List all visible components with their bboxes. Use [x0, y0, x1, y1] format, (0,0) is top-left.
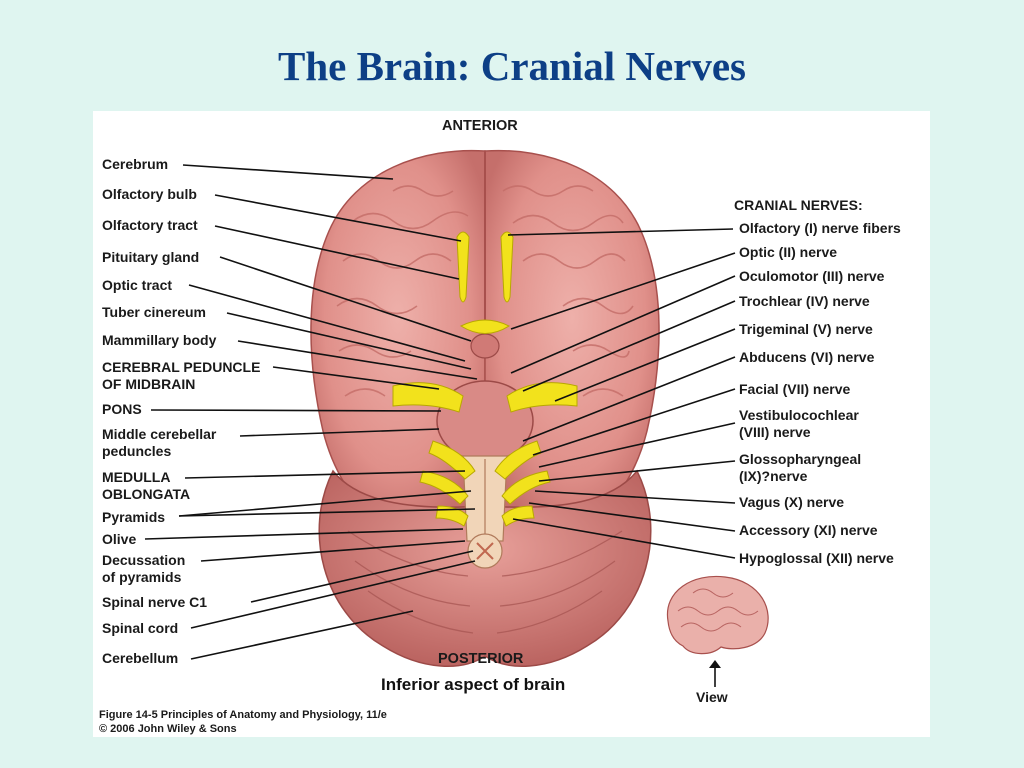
label-optic-tract: Optic tract	[102, 277, 173, 293]
label-cerebral-peduncle: CEREBRAL PEDUNCLE OF MIDBRAIN	[102, 359, 261, 392]
label-abducens-nerve: Abducens (VI) nerve	[739, 349, 875, 365]
slide-title: The Brain: Cranial Nerves	[277, 43, 747, 89]
label-olfactory-nerve: Olfactory (I) nerve fibers	[739, 220, 901, 236]
label-accessory-nerve: Accessory (XI) nerve	[739, 522, 878, 538]
label-vestibulocochlear-nerve: Vestibulocochlear (VIII) nerve	[739, 407, 859, 440]
label-pyramids: Pyramids	[102, 509, 166, 525]
label-vagus-nerve: Vagus (X) nerve	[739, 494, 845, 510]
label-facial-nerve: Facial (VII) nerve	[739, 381, 851, 397]
cranial-nerves-header: CRANIAL NERVES:	[734, 197, 863, 213]
label-olfactory-tract: Olfactory tract	[102, 217, 198, 233]
label-trochlear-nerve: Trochlear (IV) nerve	[739, 293, 870, 309]
label-trigeminal-nerve: Trigeminal (V) nerve	[739, 321, 873, 337]
label-mammillary-body: Mammillary body	[102, 332, 217, 348]
label-middle-cerebellar-peduncles: Middle cerebellar peduncles	[102, 426, 217, 459]
label-pituitary-gland: Pituitary gland	[102, 249, 200, 265]
label-spinal-nerve-c1: Spinal nerve C1	[102, 594, 208, 610]
label-spinal-cord: Spinal cord	[102, 620, 179, 636]
label-cerebrum: Cerebrum	[102, 156, 169, 172]
cerebellum	[318, 469, 652, 667]
copyright: © 2006 John Wiley & Sons	[99, 723, 237, 735]
posterior-label: POSTERIOR	[438, 651, 524, 667]
anterior-label: ANTERIOR	[442, 118, 518, 134]
label-hypoglossal-nerve: Hypoglossal (XII) nerve	[739, 550, 894, 566]
label-glossopharyngeal-nerve: Glossopharyngeal (IX)?nerve	[739, 451, 862, 484]
label-pons: PONS	[102, 401, 142, 417]
label-optic-nerve: Optic (II) nerve	[739, 244, 838, 260]
figure-caption: Figure 14-5 Principles of Anatomy and Ph…	[99, 709, 387, 721]
figure-panel: ANTERIOR POSTERIOR Inferior aspect of br…	[93, 111, 930, 737]
view-brain-thumbnail	[666, 575, 769, 687]
leader-lines	[144, 164, 736, 660]
cranial-nerves	[392, 231, 578, 527]
view-label: View	[696, 689, 728, 705]
label-olive: Olive	[102, 531, 137, 547]
figure-subtitle: Inferior aspect of brain	[381, 675, 566, 694]
label-olfactory-bulb: Olfactory bulb	[102, 186, 197, 202]
label-medulla-oblongata: MEDULLA OBLONGATA	[102, 469, 191, 502]
label-oculomotor-nerve: Oculomotor (III) nerve	[739, 268, 885, 284]
label-cerebellum: Cerebellum	[102, 650, 179, 666]
brain-illustration	[144, 149, 769, 687]
label-decussation-of-pyramids: Decussation of pyramids	[102, 552, 186, 585]
label-tuber-cinereum: Tuber cinereum	[102, 304, 206, 320]
